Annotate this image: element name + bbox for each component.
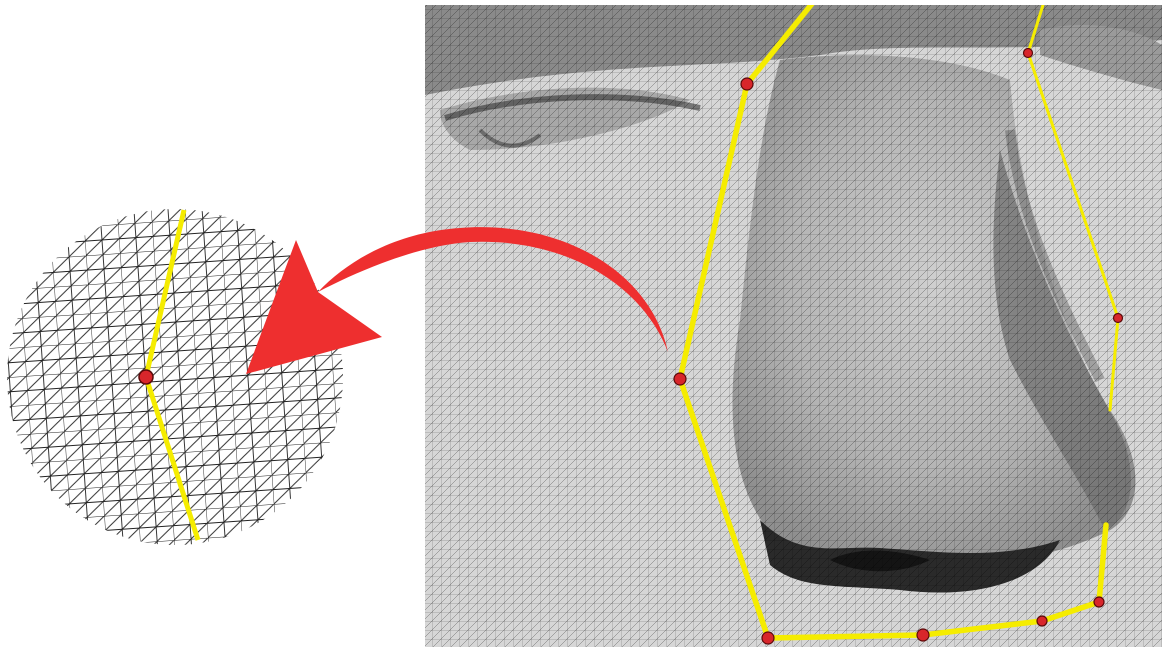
- landmark-point: [674, 373, 686, 385]
- landmark-point: [741, 78, 753, 90]
- landmark-point: [1094, 597, 1104, 607]
- landmark-point: [1114, 314, 1123, 323]
- landmark-point: [917, 629, 929, 641]
- mesh-render-panel: [425, 5, 1162, 647]
- mesh-wireframe: [425, 5, 1162, 647]
- zoom-landmark-point: [139, 370, 153, 384]
- landmark-point: [762, 632, 774, 644]
- landmark-point: [1037, 616, 1047, 626]
- landmark-point: [1024, 49, 1033, 58]
